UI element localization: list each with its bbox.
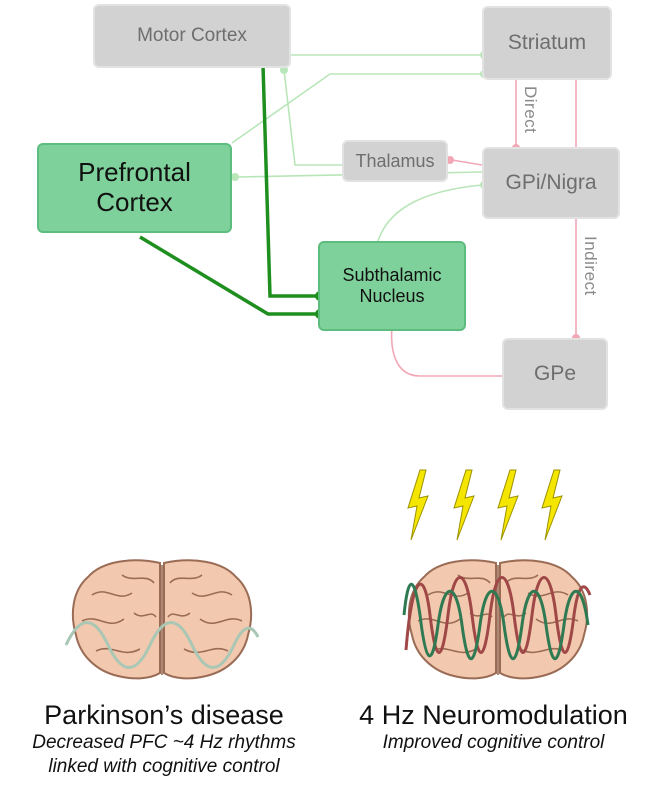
caption-right-title: 4 Hz Neuromodulation <box>359 700 628 730</box>
line-pfc-to-stn <box>139 235 318 316</box>
node-motor-cortex: Motor Cortex <box>93 4 291 68</box>
brain-left <box>64 559 260 680</box>
terminal-motor-branch <box>280 66 288 74</box>
prefrontal-cortex-label: Prefrontal Cortex <box>78 157 191 217</box>
gpe-label: GPe <box>533 361 577 385</box>
lightning-bolt-icon <box>497 469 519 541</box>
caption-right: 4 Hz Neuromodulation Improved cognitive … <box>330 700 657 755</box>
motor-cortex-label: Motor Cortex <box>137 25 247 47</box>
line-gpe-to-stn <box>390 325 502 377</box>
node-prefrontal-cortex: Prefrontal Cortex <box>37 143 232 233</box>
thalamus-label: Thalamus <box>355 150 435 171</box>
caption-left-subtitle: Decreased PFC ~4 Hz rhythms linked with … <box>32 732 296 777</box>
oscillation-green <box>402 582 590 661</box>
caption-right-subtitle: Improved cognitive control <box>382 732 605 753</box>
oscillation-weak <box>64 621 260 669</box>
line-motor-to-thalamus <box>283 69 342 166</box>
lightning-bolt-icon <box>453 469 475 541</box>
node-striatum: Striatum <box>482 6 612 80</box>
striatum-label: Striatum <box>507 30 587 54</box>
caption-left: Parkinson’s disease Decreased PFC ~4 Hz … <box>0 700 328 779</box>
brain-icon <box>407 559 589 680</box>
indirect-pathway-label: Indirect <box>581 236 600 296</box>
direct-pathway-label: Direct <box>521 86 540 134</box>
line-gpi-to-thalamus <box>451 159 483 166</box>
lightning-bolt-icon <box>541 469 563 541</box>
node-subthalamic-nucleus: Subthalamic Nucleus <box>318 241 466 331</box>
caption-left-title: Parkinson’s disease <box>44 700 284 730</box>
brain-icon <box>71 559 253 680</box>
terminal-pfc-thalamus <box>231 173 239 181</box>
line-motor-to-stn <box>261 64 318 298</box>
subthalamic-nucleus-label: Subthalamic Nucleus <box>342 265 442 306</box>
node-gpi-nigra: GPi/Nigra <box>482 147 620 219</box>
node-gpe: GPe <box>502 338 608 410</box>
brain-right <box>402 559 592 680</box>
gpi-nigra-label: GPi/Nigra <box>505 170 597 194</box>
line-stn-to-gpi <box>377 184 483 242</box>
node-thalamus: Thalamus <box>342 140 448 182</box>
lightning-bolt-icon <box>407 469 429 541</box>
terminal-thalamus-gpi <box>446 156 454 164</box>
